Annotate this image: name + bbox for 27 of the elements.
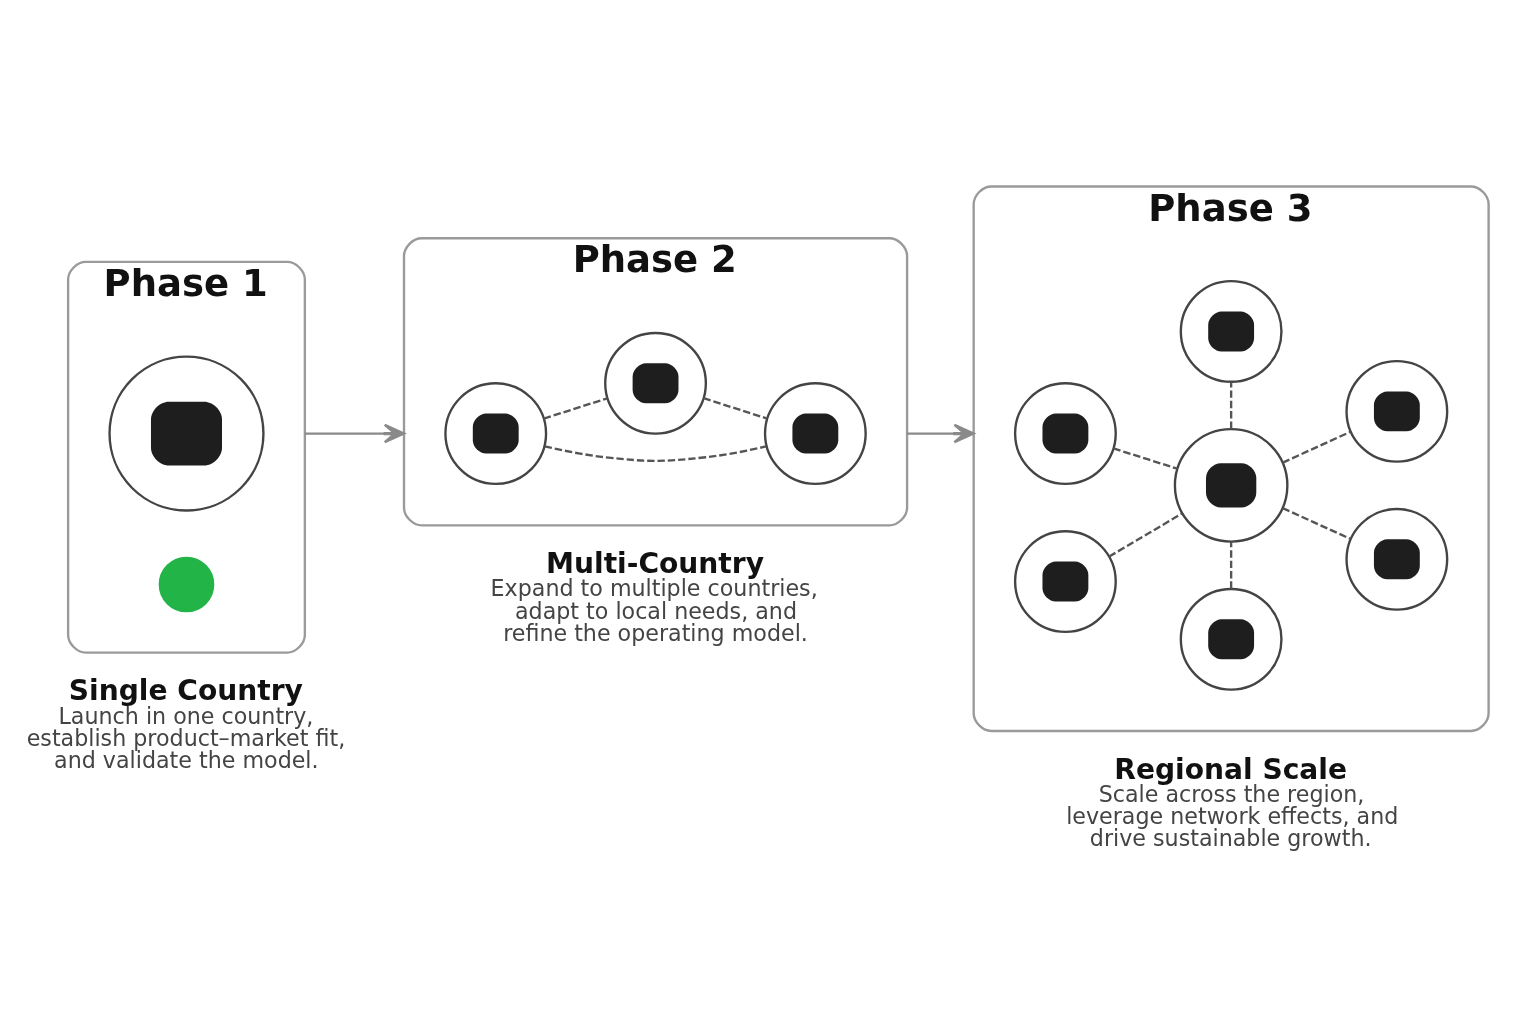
arrow: [907, 423, 975, 444]
node-circle: [158, 556, 215, 613]
node-picture: [1179, 280, 1283, 383]
node-label: Multi-Country: [546, 546, 764, 580]
node-picture: [1179, 587, 1283, 691]
node-picture: [108, 355, 265, 512]
node-picture: [1173, 427, 1289, 543]
node-picture: [444, 382, 548, 486]
connector: [543, 397, 608, 420]
node-picture: [1345, 507, 1449, 611]
arrow: [304, 423, 406, 444]
cluster: Phase 2: [402, 237, 909, 527]
connector: [1229, 541, 1233, 589]
node-picture: [1345, 359, 1449, 463]
node-picture: [1013, 530, 1117, 634]
cluster: Phase 3: [972, 185, 1490, 733]
cluster: Phase 1: [66, 260, 307, 654]
connector: [1282, 430, 1352, 464]
node-picture: [1013, 382, 1117, 486]
connector: [1113, 447, 1178, 470]
connector: [703, 397, 768, 420]
node-picture: [763, 382, 867, 486]
connector: [1108, 512, 1183, 558]
connector: [1229, 382, 1233, 429]
connector: [544, 445, 767, 463]
node-picture: [604, 331, 708, 435]
connector: [1282, 507, 1352, 541]
